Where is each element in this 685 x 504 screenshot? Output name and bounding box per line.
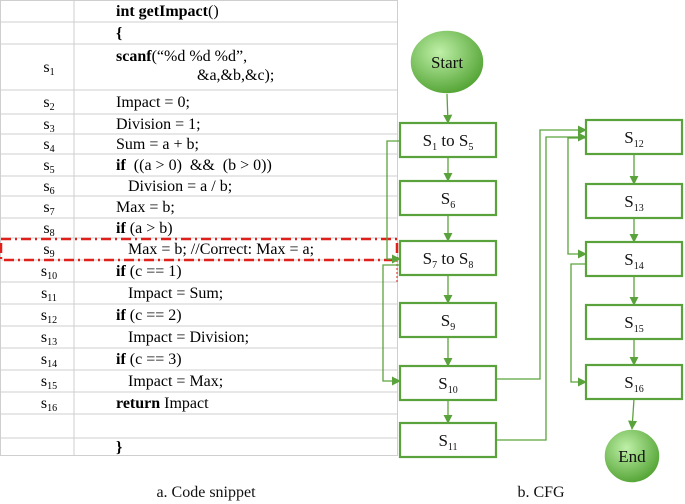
fault-highlight-box (0, 237, 399, 262)
statement-label: s6 (43, 178, 54, 197)
statement-label: s2 (43, 94, 54, 113)
code-line: Max = b; //Correct: Max = a; (116, 241, 314, 258)
code-line-continuation: &a,&b,&c); (197, 67, 274, 84)
statement-label: s11 (41, 285, 57, 304)
statement-label: s16 (41, 395, 57, 414)
cfg-edge-n11-n12 (496, 132, 587, 441)
caption-code-snippet: a. Code snippet (156, 484, 256, 501)
code-line: Sum = a + b; (116, 136, 199, 153)
statement-label: s8 (43, 220, 54, 239)
code-line: scanf(“%d %d %d”, (116, 48, 247, 65)
statement-label: s5 (43, 157, 54, 176)
statement-label: s3 (43, 116, 54, 135)
code-line: Max = b; (116, 199, 175, 216)
code-line: { (116, 25, 122, 42)
cfg-node-n7 (398, 239, 498, 277)
code-line: return Impact (116, 395, 209, 412)
code-line: if (c == 3) (116, 351, 182, 368)
cfg-edge-n10-n12 (496, 125, 587, 380)
cfg-edge-n12-n14 (567, 137, 587, 259)
code-line: Impact = Max; (116, 373, 223, 390)
code-line: if (c == 1) (116, 263, 182, 280)
code-line: Impact = Division; (116, 329, 249, 346)
code-line: Impact = Sum; (116, 285, 223, 302)
statement-label: s14 (41, 351, 57, 370)
code-table-frame (0, 0, 398, 456)
code-line: } (116, 439, 122, 456)
statement-label: s12 (41, 307, 57, 326)
statement-label: s7 (43, 199, 54, 218)
code-line: if (a > b) (116, 220, 173, 237)
statement-label: s13 (41, 329, 57, 348)
cfg-node-label: S1 to S5 (423, 131, 474, 153)
code-line: int getImpact() (116, 3, 219, 20)
cfg-edge-n7-n10 (382, 264, 401, 386)
statement-label: s1 (43, 59, 54, 78)
code-line: if (c == 2) (116, 307, 182, 324)
caption-cfg: b. CFG (517, 484, 565, 501)
code-line: Division = a / b; (116, 178, 232, 195)
cfg-edge-start-n1 (443, 93, 453, 124)
statement-label: s9 (43, 241, 54, 260)
cfg-edge-n14-n16 (570, 263, 587, 387)
cfg-node-n14 (584, 240, 684, 278)
cfg-node-n12 (584, 118, 684, 156)
cfg-edge-n1-n7 (386, 140, 401, 264)
statement-label: s15 (41, 373, 57, 392)
cfg-node-n15 (584, 303, 684, 341)
cfg-edge-n16-end (628, 398, 638, 430)
code-line: Impact = 0; (116, 94, 190, 111)
statement-label: s10 (41, 263, 57, 282)
cfg-node-label: End (618, 447, 646, 466)
code-line: Division = 1; (116, 116, 201, 133)
cfg-node-n13 (584, 182, 684, 220)
cfg-node-label: S7 to S8 (423, 249, 474, 271)
cfg-node-label: Start (431, 53, 463, 72)
code-snippet-panel: int getImpact() { s1 scanf(“%d %d %d”, &a,&b… (0, 0, 399, 456)
statement-label: s4 (43, 136, 54, 155)
code-line: if ((a > 0) && (b > 0)) (116, 157, 272, 174)
